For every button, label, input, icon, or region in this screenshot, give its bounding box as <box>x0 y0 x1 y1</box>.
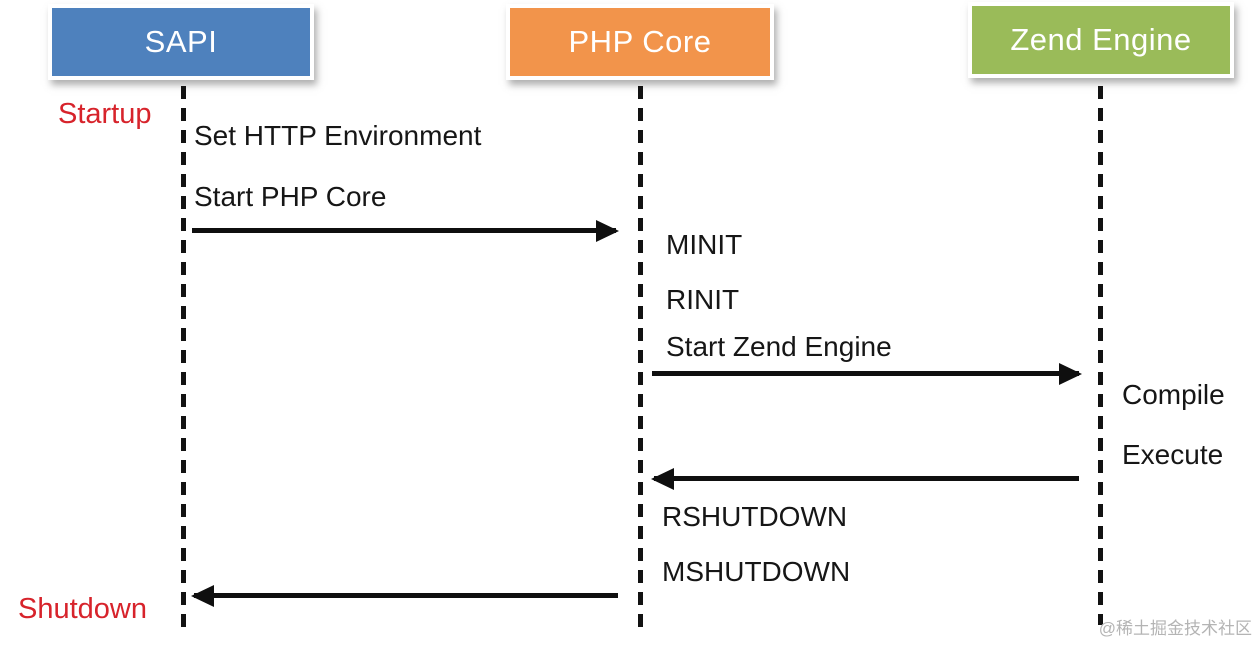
message-set-http-environment: Set HTTP Environment <box>194 120 482 151</box>
phase-label-shutdown: Shutdown <box>18 593 147 625</box>
arrow-zend-engine-to-php-core <box>654 476 1079 481</box>
lane-label-sapi: SAPI <box>144 24 218 59</box>
message-rinit: RINIT <box>666 284 740 315</box>
message-mshutdown: MSHUTDOWN <box>662 556 851 587</box>
lane-box-zend-engine: Zend Engine <box>968 2 1234 78</box>
arrow-php-core-to-zend-engine <box>652 371 1079 376</box>
message-compile: Compile <box>1122 379 1225 410</box>
lifeline-zend-engine <box>1098 86 1103 625</box>
arrow-sapi-to-php-core <box>192 228 616 233</box>
message-start-zend-engine: Start Zend Engine <box>666 331 892 362</box>
message-minit: MINIT <box>666 229 743 260</box>
arrow-php-core-to-sapi <box>194 593 618 598</box>
watermark-text: @稀土掘金技术社区 <box>1098 619 1252 638</box>
message-execute: Execute <box>1122 439 1224 470</box>
lane-box-sapi: SAPI <box>48 4 314 80</box>
lane-label-zend-engine: Zend Engine <box>1010 22 1192 57</box>
lifeline-php-core <box>638 86 643 633</box>
phase-label-startup: Startup <box>58 98 152 130</box>
message-start-php-core: Start PHP Core <box>194 181 387 212</box>
message-rshutdown: RSHUTDOWN <box>662 501 848 532</box>
lane-box-php-core: PHP Core <box>506 4 774 80</box>
lifeline-sapi <box>181 86 186 633</box>
lane-label-php-core: PHP Core <box>568 24 712 59</box>
